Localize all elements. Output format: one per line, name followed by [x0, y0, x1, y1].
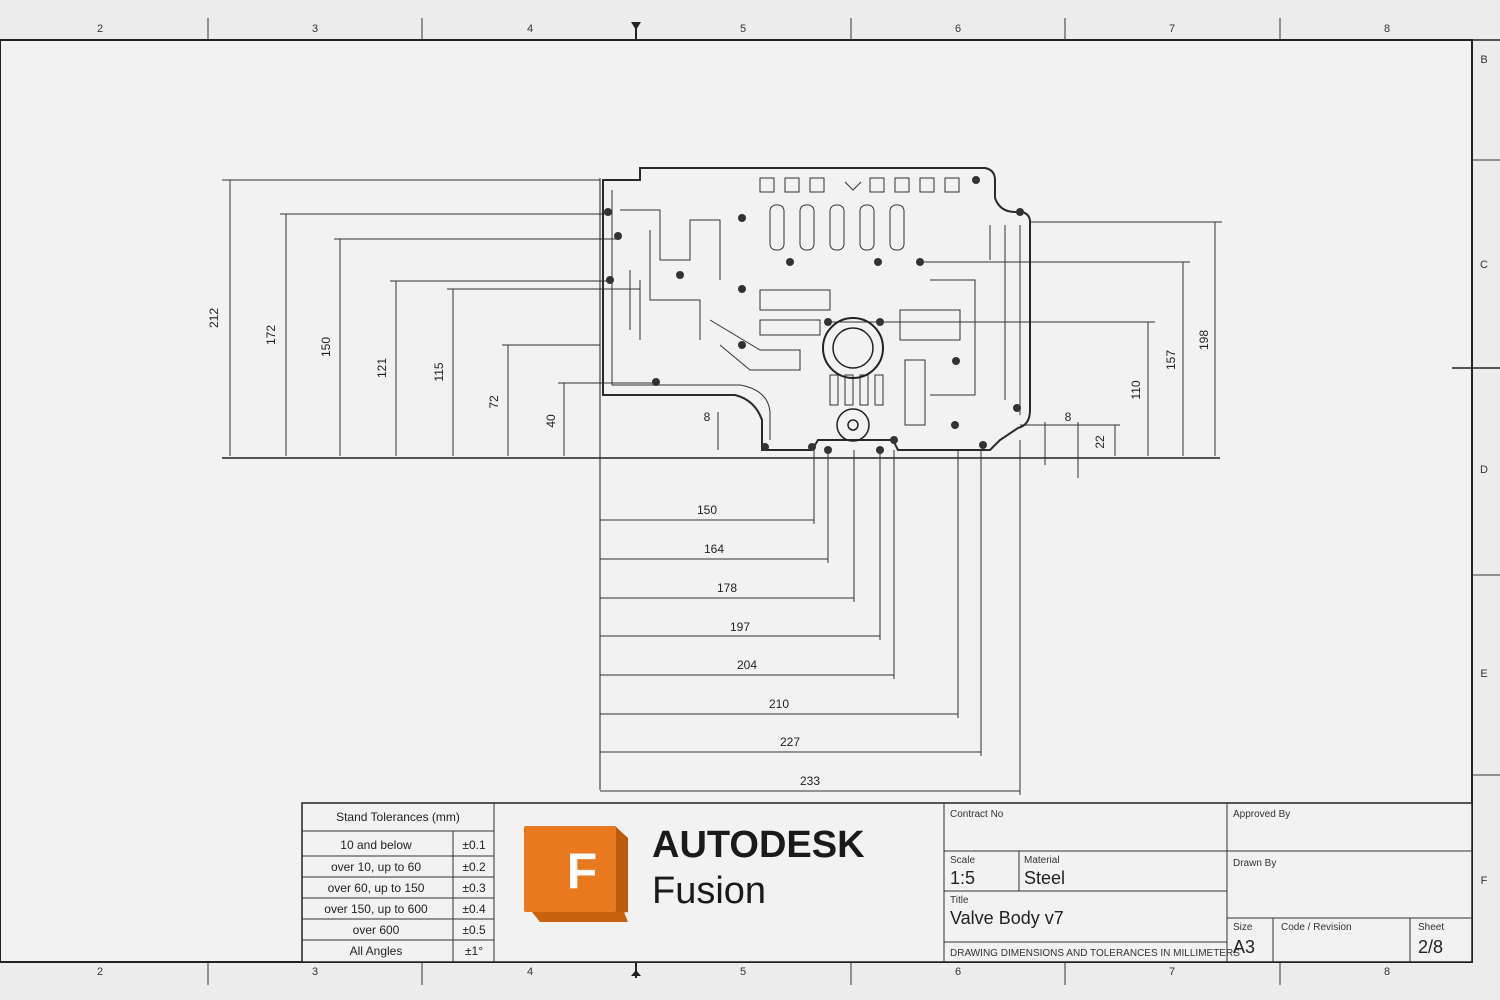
dimension-label: 157 — [1164, 350, 1178, 370]
approved-by-label: Approved By — [1233, 809, 1290, 820]
zone-label: 2 — [97, 966, 103, 978]
autodesk-fusion-logo: F AUTODESK Fusion — [524, 824, 865, 922]
zone-label: 6 — [955, 23, 961, 35]
material-label: Material — [1024, 855, 1060, 866]
left-vertical-dimensions: 212 172 150 121 115 72 40 — [207, 179, 655, 456]
tolerance-table: Stand Tolerances (mm) 10 and below ±0.1 … — [324, 810, 486, 958]
scale-label: Scale — [950, 855, 975, 866]
zone-label: C — [1480, 259, 1488, 271]
brand-subtitle: Fusion — [652, 870, 766, 912]
dimension-label: 197 — [730, 620, 750, 634]
dimension-label: 110 — [1129, 380, 1143, 399]
dimension-label: 40 — [544, 414, 558, 428]
material-value: Steel — [1024, 868, 1065, 888]
top-zone-ruler: 2 3 4 5 6 7 8 — [0, 18, 1500, 41]
brand-title: AUTODESK — [652, 824, 865, 866]
dimension-label: 204 — [737, 658, 757, 672]
tolerance-value: ±0.5 — [462, 923, 486, 937]
dimension-label: 150 — [319, 337, 333, 357]
drawing-note: DRAWING DIMENSIONS AND TOLERANCES IN MIL… — [950, 948, 1240, 959]
dimension-label: 164 — [704, 542, 724, 556]
dimension-label: 198 — [1197, 330, 1211, 350]
tolerance-value: ±0.4 — [462, 902, 486, 916]
tolerance-range: over 10, up to 60 — [331, 860, 421, 874]
dimension-label: 233 — [800, 774, 820, 788]
fusion-logo-letter: F — [567, 843, 598, 899]
zone-label: 3 — [312, 966, 318, 978]
zone-label: 7 — [1169, 966, 1175, 978]
zone-label: 8 — [1384, 966, 1390, 978]
dimension-label: 178 — [717, 581, 737, 595]
code-revision-label: Code / Revision — [1281, 922, 1352, 933]
tolerance-range: 10 and below — [340, 838, 412, 852]
dimension-label: 8 — [1065, 410, 1072, 424]
title-block — [301, 802, 1473, 963]
dimension-label: 115 — [432, 362, 446, 381]
tolerance-header: Stand Tolerances (mm) — [336, 810, 460, 824]
dimension-label: 210 — [769, 697, 789, 711]
zone-label: 8 — [1384, 23, 1390, 35]
contract-number-label: Contract No — [950, 809, 1004, 820]
sheet-value: 2/8 — [1418, 937, 1443, 957]
dimension-label: 227 — [780, 735, 800, 749]
fusion-app-icon — [524, 826, 616, 912]
zone-label: E — [1480, 668, 1487, 680]
dimension-label: 22 — [1093, 435, 1107, 449]
dimension-label: 172 — [264, 325, 278, 345]
zone-label: 6 — [955, 966, 961, 978]
zone-label: 4 — [527, 966, 533, 978]
size-value: A3 — [1233, 937, 1255, 957]
scale-value: 1:5 — [950, 868, 975, 888]
valve-body-part — [602, 167, 1031, 454]
zone-label: D — [1480, 464, 1488, 476]
tolerance-range: over 150, up to 600 — [324, 902, 428, 916]
zone-label: 2 — [97, 23, 103, 35]
horizontal-dimensions: 150 164 178 197 204 210 227 233 — [600, 440, 1021, 795]
zone-label: F — [1481, 875, 1488, 887]
sheet-label: Sheet — [1418, 922, 1444, 933]
tolerance-range: over 60, up to 150 — [328, 881, 425, 895]
title-value: Valve Body v7 — [950, 908, 1064, 928]
zone-label: 3 — [312, 23, 318, 35]
right-zone-ruler: B C D E F — [1452, 54, 1500, 887]
tolerance-value: ±1° — [465, 944, 483, 958]
dimension-label: 8 — [704, 410, 711, 424]
zone-label: B — [1480, 54, 1487, 66]
zone-label: 7 — [1169, 23, 1175, 35]
drawn-by-label: Drawn By — [1233, 858, 1276, 869]
dimension-label: 212 — [207, 308, 221, 328]
tolerance-value: ±0.3 — [462, 881, 486, 895]
dimension-label: 121 — [375, 358, 389, 378]
title-block-fields: Contract No Approved By Scale 1:5 Materi… — [950, 809, 1444, 959]
tolerance-value: ±0.1 — [462, 838, 486, 852]
title-label: Title — [950, 895, 969, 906]
zone-label: 5 — [740, 966, 746, 978]
dimension-label: 150 — [697, 503, 717, 517]
zone-label: 4 — [527, 23, 533, 35]
dimension-label: 72 — [487, 395, 501, 409]
right-vertical-dimensions: 198 157 110 8 22 8 — [704, 221, 1222, 478]
tolerance-range: All Angles — [350, 944, 403, 958]
bottom-zone-ruler: 2 3 4 5 6 7 8 — [97, 962, 1390, 985]
tolerance-value: ±0.2 — [462, 860, 486, 874]
zone-label: 5 — [740, 23, 746, 35]
size-label: Size — [1233, 922, 1253, 933]
tolerance-range: over 600 — [353, 923, 400, 937]
